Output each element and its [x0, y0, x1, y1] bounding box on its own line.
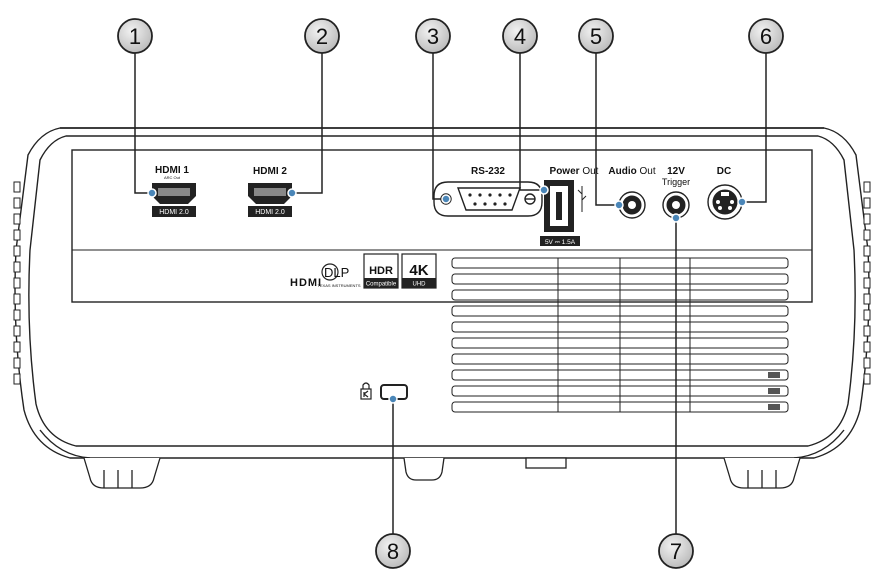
- hdmi-1-badge-text: HDMI 2.0: [159, 209, 189, 216]
- callout-4: 4: [502, 18, 538, 54]
- hdr-logo-text: HDR: [369, 265, 393, 277]
- callout-6: 6: [748, 18, 784, 54]
- 4k-uhd-logo: 4K UHD: [401, 253, 437, 289]
- 12v-trigger-label-line1: 12V: [667, 166, 685, 177]
- callout-leader-lines: [134, 50, 767, 535]
- callout-1: 1: [117, 18, 153, 54]
- projector-feet: [83, 457, 801, 489]
- hdmi-logo: HDMI: [290, 277, 322, 289]
- callout-4-number: 4: [514, 24, 526, 49]
- hdmi-1-port[interactable]: [152, 183, 196, 204]
- callout-1-number: 1: [129, 24, 141, 49]
- hdmi-2-label: HDMI 2: [253, 166, 287, 177]
- hdmi-1-label: HDMI 1: [155, 165, 189, 176]
- power-out-rating-badge: [540, 236, 580, 246]
- power-out-rating-text: 5V ⎓ 1.5A: [545, 239, 576, 246]
- usb-icon: [577, 186, 587, 212]
- callout-anchor-dots: [147, 185, 747, 404]
- 12v-trigger-jack[interactable]: [662, 191, 690, 219]
- dlp-logo: DLP TEXAS INSTRUMENTS: [317, 263, 361, 288]
- callout-3-number: 3: [427, 24, 439, 49]
- hdmi-1-badge: [152, 206, 196, 217]
- callout-7: 7: [658, 533, 694, 569]
- callout-8-number: 8: [387, 539, 399, 564]
- power-out-usb-port[interactable]: [544, 180, 574, 232]
- power-out-label: Power Out: [550, 166, 599, 177]
- 4k-logo-text: 4K: [409, 262, 428, 279]
- callout-7-number: 7: [670, 539, 682, 564]
- dc-power-port[interactable]: [707, 184, 743, 220]
- callout-6-number: 6: [760, 24, 772, 49]
- rs-232-port[interactable]: [433, 181, 543, 217]
- hdmi-1-arc-label: ARC Out: [164, 175, 181, 180]
- rs-232-label: RS-232: [471, 166, 505, 177]
- vent-grille: [451, 257, 789, 413]
- side-grille-right: [863, 181, 871, 385]
- callout-5-number: 5: [590, 24, 602, 49]
- callout-3: 3: [415, 18, 451, 54]
- hdmi-2-badge-text: HDMI 2.0: [255, 209, 285, 216]
- dlp-logo-text: DLP: [324, 265, 349, 280]
- hdr-logo-sub: Compatible: [366, 282, 397, 288]
- dlp-logo-sub: TEXAS INSTRUMENTS: [317, 283, 360, 288]
- lock-icon: [360, 382, 372, 400]
- callout-8: 8: [375, 533, 411, 569]
- callout-5: 5: [578, 18, 614, 54]
- hdr-compatible-logo: HDR Compatible: [363, 253, 399, 289]
- side-grille-left: [13, 181, 21, 385]
- 4k-logo-sub: UHD: [413, 282, 427, 288]
- callout-2-number: 2: [316, 24, 328, 49]
- hdmi-2-badge: [248, 206, 292, 217]
- 12v-trigger-label-line2: Trigger: [662, 177, 690, 187]
- audio-out-label: Audio Out: [608, 166, 655, 177]
- callout-2: 2: [304, 18, 340, 54]
- audio-out-jack[interactable]: [618, 191, 646, 219]
- hdmi-2-port[interactable]: [248, 183, 292, 204]
- dc-label: DC: [717, 166, 731, 177]
